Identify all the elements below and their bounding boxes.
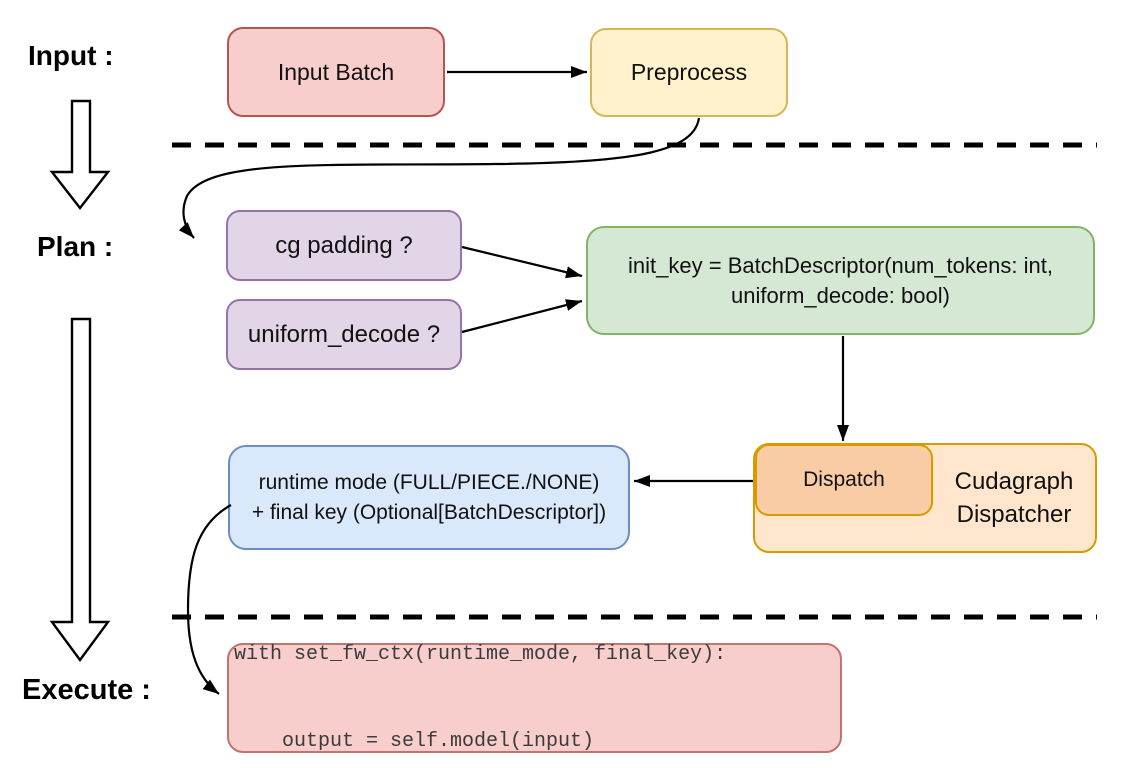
cudagraph-label-line2: Dispatcher (956, 501, 1072, 528)
node-cg-padding-label: cg padding ? (275, 231, 413, 259)
node-preprocess-label: Preprocess (630, 59, 748, 85)
node-cudagraph-dispatcher-label: Cudagraph Dispatcher (933, 443, 1095, 553)
connector-uniform-decode-to-init-key (461, 299, 583, 334)
node-runtime-mode: runtime mode (FULL/PIECE./NONE) + final … (228, 445, 630, 550)
execute-code-line1: with set_fw_ctx(runtime_mode, final_key)… (234, 643, 727, 666)
cudagraph-label-line1: Cudagraph (954, 468, 1074, 495)
node-dispatch: Dispatch (755, 444, 933, 516)
stage-label-input: Input : (28, 40, 114, 71)
stage-label-plan: Plan : (37, 231, 114, 262)
node-dispatch-label: Dispatch (803, 468, 885, 491)
node-input-batch-label: Input Batch (277, 58, 395, 85)
connector-cg-padding-to-init-key (461, 245, 583, 279)
stage-arrow-input-to-plan (49, 99, 111, 210)
stage-arrow-plan-to-execute (49, 317, 111, 663)
node-runtime-mode-line1: runtime mode (FULL/PIECE./NONE) (258, 470, 600, 494)
node-execute-code: with set_fw_ctx(runtime_mode, final_key)… (227, 643, 842, 753)
node-uniform-decode: uniform_decode ? (226, 299, 462, 370)
node-init-key-line1: init_key = BatchDescriptor(num_tokens: i… (628, 252, 1053, 278)
node-runtime-mode-line2: + final key (Optional[BatchDescriptor]) (251, 500, 607, 524)
node-uniform-decode-label: uniform_decode ? (247, 320, 441, 348)
node-input-batch: Input Batch (227, 27, 445, 117)
node-init-key-line2: uniform_decode: bool) (731, 282, 950, 308)
node-init-key: init_key = BatchDescriptor(num_tokens: i… (586, 226, 1095, 335)
node-cg-padding: cg padding ? (226, 210, 462, 281)
stage-label-execute: Execute : (22, 674, 151, 706)
node-preprocess: Preprocess (590, 28, 788, 117)
connector-runtime-mode-to-execute-code (186, 504, 232, 695)
execute-code-line2: output = self.model(input) (234, 730, 595, 753)
